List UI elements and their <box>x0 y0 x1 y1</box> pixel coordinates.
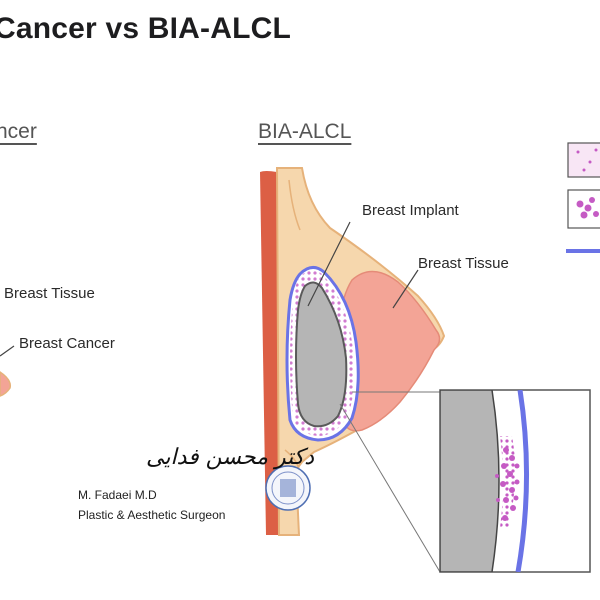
signature-title: Plastic & Aesthetic Surgeon <box>78 508 226 522</box>
left-breast-fragment <box>0 345 15 397</box>
implant-leader <box>307 221 351 307</box>
seal-logo <box>265 465 311 511</box>
heading-breast-cancer: ncer <box>0 120 37 143</box>
legend-swatch-cluster <box>567 189 600 229</box>
legend-swatch-cells <box>567 142 600 178</box>
signature-script: دکتر محسن فدایی <box>146 445 315 470</box>
zoom-line-bottom <box>339 403 441 573</box>
chest-wall <box>260 171 279 535</box>
left-label-breast-cancer: Breast Cancer <box>19 335 115 352</box>
signature-name: M. Fadaei M.D <box>78 488 157 502</box>
magnified-inset <box>439 389 591 573</box>
label-breast-implant: Breast Implant <box>362 202 459 219</box>
heading-bia-alcl: BIA-ALCL <box>258 120 352 143</box>
label-breast-tissue: Breast Tissue <box>418 255 509 272</box>
breast-implant <box>295 281 348 428</box>
tissue-leader <box>392 269 419 309</box>
page-title: Cancer vs BIA-ALCL <box>0 12 291 45</box>
left-label-breast-tissue: Breast Tissue <box>4 285 95 302</box>
breast-cancer-leader <box>0 345 15 357</box>
